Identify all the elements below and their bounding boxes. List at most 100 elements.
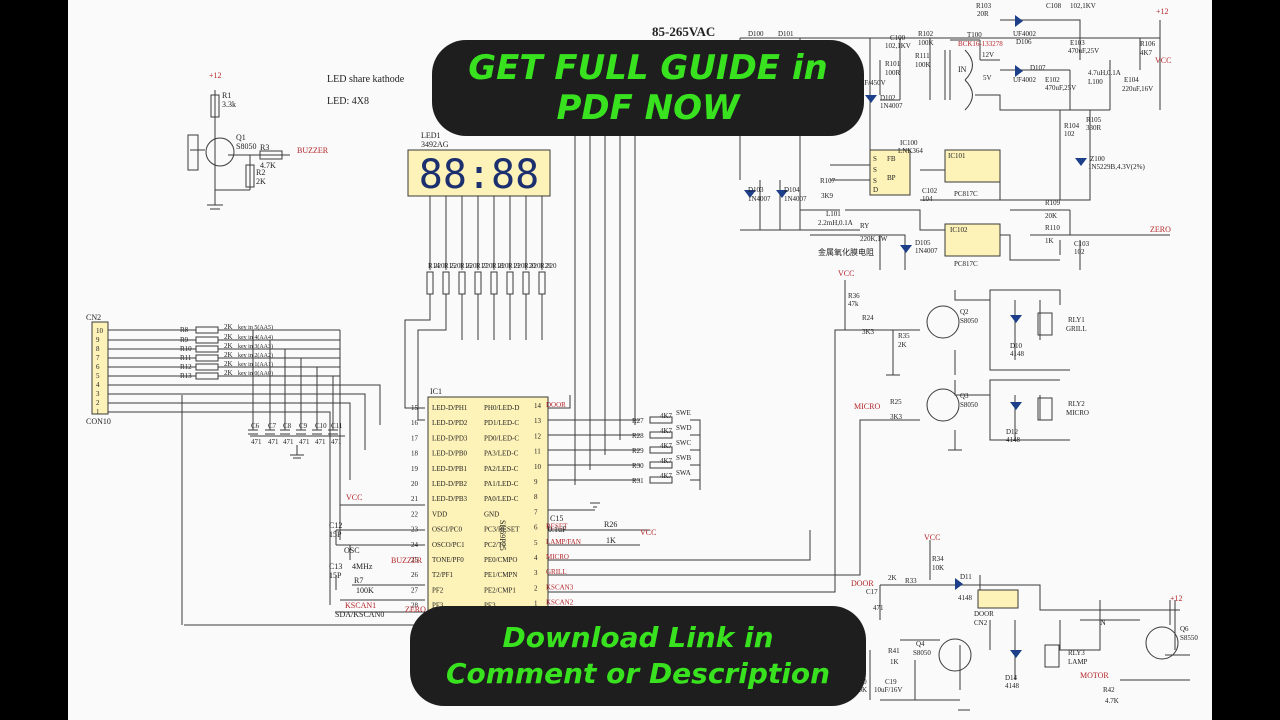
key-capacitor-val: 471: [283, 438, 294, 446]
r42-val: 4.7K: [1105, 697, 1119, 705]
key-resistor-box: [195, 336, 219, 344]
ic100-fb: FB: [887, 155, 896, 163]
key-resistor-net: key in 4(AA4): [238, 334, 273, 341]
mcu-zero-net: ZERO: [405, 605, 426, 614]
c102-ref: C102: [922, 187, 938, 195]
r110-val: 1K: [1045, 237, 1054, 245]
transistor-q4: [938, 638, 972, 672]
z100-ref: Z100: [1090, 155, 1105, 163]
t100-12v: 12V: [982, 51, 994, 59]
mcu-left-pin-number: 25: [411, 556, 419, 564]
r33-val: 2K: [888, 574, 897, 582]
seg-resistor-ref: R16: [460, 262, 472, 270]
ic100-chip: [869, 149, 911, 196]
door-net: DOOR: [851, 579, 874, 588]
mcu-sda-net: SDA/KSCAN0: [335, 610, 384, 619]
r7-val: 100K: [356, 586, 374, 595]
mcu-left-pin-number: 28: [411, 602, 419, 610]
c103-ref: C103: [1074, 240, 1090, 248]
r103-ref: R103: [976, 2, 992, 10]
rly2-name: MICRO: [1066, 409, 1089, 417]
seg-resistor-box: [522, 271, 530, 295]
mcu-part: SH69P25: [498, 520, 507, 551]
r3-ref: R3: [260, 143, 269, 152]
mcu-right-pin-number: 14: [534, 402, 542, 410]
key-capacitor-plates: [265, 429, 275, 435]
key-capacitor-plates: [328, 429, 338, 435]
mcu-left-pin-name: T2/PF1: [432, 571, 454, 579]
seg-resistor-val: 220: [450, 262, 461, 270]
mcu-left-pin-name: LED-D/PB1: [432, 465, 468, 473]
c17-ref: C17: [866, 588, 878, 596]
ic102-ref: IC102: [950, 226, 968, 234]
connector-pin-number: 2: [96, 399, 100, 407]
mcu-right-pin-name: PA3/LED-C: [484, 450, 519, 458]
t100-in: IN: [958, 65, 967, 74]
display-digits: 88:88: [419, 152, 539, 198]
mcu-right-pin-name: PA1/LED-C: [484, 480, 519, 488]
seg-resistor-ref: R15: [444, 262, 456, 270]
key-resistor-net: key in 3(AA3): [238, 343, 273, 350]
seg-resistor-val: 220: [498, 262, 509, 270]
mcu-right-pin-number: 13: [534, 417, 542, 425]
ic100-s2: S: [873, 166, 877, 174]
mcu-left-pin-name: LED-D/PB3: [432, 495, 468, 503]
q4-part: S8050: [913, 649, 931, 657]
seg-resistor-ref: R18: [492, 262, 504, 270]
key-capacitor-ref: C9: [299, 422, 308, 430]
seg-resistor-ref: R14: [428, 262, 440, 270]
banner-top-line-1: GET FULL GUIDE in: [468, 48, 828, 88]
seg-resistor-val: 220: [514, 262, 525, 270]
rly1-ref: RLY1: [1068, 316, 1085, 324]
r40-val: 10K: [855, 686, 867, 694]
mcu-right-pin-number: 10: [534, 463, 542, 471]
door-switch-label: DOOR: [974, 610, 994, 618]
mcu-left-pin-number: 23: [411, 526, 419, 534]
mcu-left-pin-name: TONE/PF0: [432, 556, 464, 564]
mcu-right-net: LAMP/FAN: [546, 538, 581, 546]
r106-val: 4K7: [1140, 49, 1153, 57]
mcu-kscan1-net: KSCAN1: [345, 601, 376, 610]
mcu-right-pin-name: PE2/CMP1: [484, 586, 516, 594]
switch-resistor-val: 4K7: [660, 472, 673, 480]
switch-resistor-val: 4K7: [660, 427, 673, 435]
seg-resistor-val: 220: [466, 262, 477, 270]
banner-bottom-line-2: Comment or Description: [445, 657, 831, 690]
ic102-part: PC817C: [954, 260, 978, 268]
mcu-right-pin-number: 1: [534, 600, 538, 608]
q4-ref: Q4: [916, 640, 925, 648]
d100-ref: D100: [748, 30, 764, 38]
e102-val: 470uF,25V: [1045, 84, 1076, 92]
download-link-banner[interactable]: Download Link in Comment or Description: [410, 606, 866, 706]
key-capacitor-val: 471: [268, 438, 279, 446]
d105-ref: D105: [915, 239, 931, 247]
q6-p12: +12: [1170, 594, 1183, 603]
rly2-ref: RLY2: [1068, 400, 1085, 408]
r111-ref: R111: [915, 52, 930, 60]
ctop-val: 102,1KV: [1070, 2, 1096, 10]
get-guide-banner[interactable]: GET FULL GUIDE in PDF NOW: [432, 40, 864, 136]
r24-ref: R24: [862, 314, 874, 322]
transistor-q2: [926, 305, 960, 339]
ic101-ref: IC101: [948, 152, 966, 160]
c15-val: 0.1uF: [548, 525, 567, 534]
door-switch: [977, 589, 1019, 609]
r36-val: 47k: [848, 300, 859, 308]
r3-val: 4.7K: [260, 161, 276, 170]
mcu-left-pin-name: LED-D/PB0: [432, 450, 468, 458]
connector-pin-number: 9: [96, 336, 100, 344]
r105-val: 330R: [1086, 124, 1102, 132]
connector-pin-number: 8: [96, 345, 100, 353]
osc-ref: OSC: [344, 546, 360, 555]
micro-net: MICRO: [854, 402, 880, 411]
transformer-t100: [964, 49, 973, 111]
zero-net: ZERO: [1150, 225, 1171, 234]
ry-note: 金属氧化膜电阻: [818, 247, 874, 257]
led-note-2: LED: 4X8: [327, 96, 369, 107]
mcu-left-pin-number: 21: [411, 495, 419, 503]
key-resistor-ref: R12: [180, 363, 192, 371]
mcu-right-pin-number: 4: [534, 554, 538, 562]
mcu-right-pin-name: GND: [484, 510, 499, 518]
key-resistor-ref: R13: [180, 372, 192, 380]
